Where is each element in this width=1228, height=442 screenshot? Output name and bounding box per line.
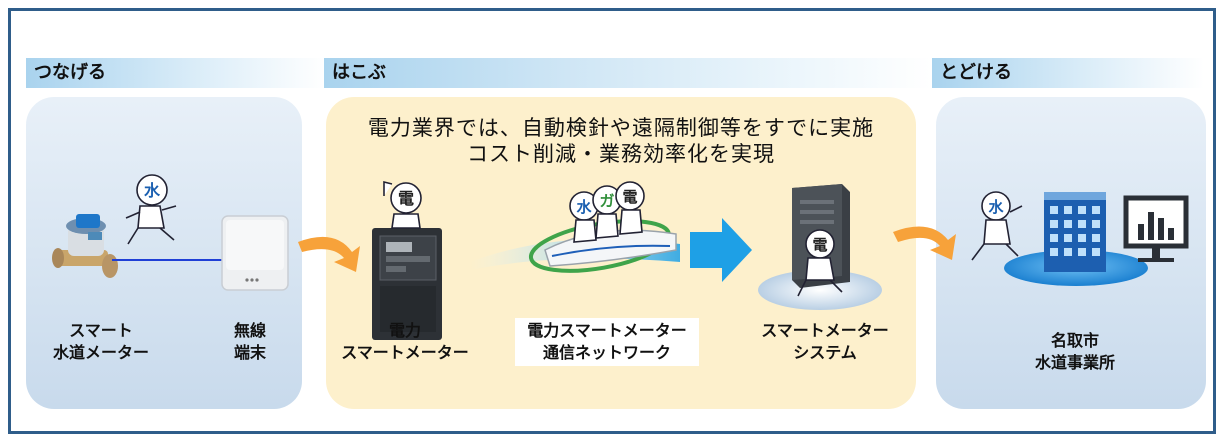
electric-meter-icon [372,228,442,340]
electric-mascot-glyph: 電 [398,189,414,208]
label-water-bureau: 名取市 水道事業所 [1034,331,1115,372]
section-header-carry: はこぶ [324,58,932,88]
water-meter-icon [52,214,118,278]
bureau-water-mascot-icon [971,191,1023,261]
section-header-deliver: とどける [932,58,1204,88]
arrow-right-icon [298,236,360,272]
section-header-connect: つなげる [26,58,326,88]
system-base [758,270,882,310]
electric-mascot-icon [383,180,422,229]
arrow-right-icon [893,226,956,260]
monitor-chart-icon [1123,195,1189,262]
building-icon [1044,192,1106,272]
water-mascot-icon [125,174,177,245]
wireless-terminal-icon [221,215,289,291]
network-label-box [515,318,699,366]
system-mascot-glyph: 電 [812,236,827,254]
label-smart-water-meter: スマート 水道メーター [52,321,149,362]
headline-line-2: コスト削減・業務効率化を実現 [467,142,775,166]
water-mascot-glyph: 水 [144,181,161,200]
bureau-mascot-glyph: 水 [988,198,1004,216]
mascot-group [569,181,645,243]
network-arrow-icon [690,218,752,282]
label-wireless-terminal: 無線 端末 [233,321,266,362]
mascot-electric-glyph: 電 [622,188,637,206]
mascot-water-glyph: 水 [576,198,592,216]
label-smart-meter-system: スマートメーター システム [761,321,889,362]
mascot-gas-glyph: ガ [599,192,614,210]
label-power-smart-meter: 電力 スマートメーター [341,321,469,362]
headline-line-1: 電力業界では、自動検針や遠隔制御等をすでに実施 [367,116,875,140]
label-network: 電力スマートメーター 通信ネットワーク [527,321,687,362]
system-mascot-icon [797,229,843,297]
